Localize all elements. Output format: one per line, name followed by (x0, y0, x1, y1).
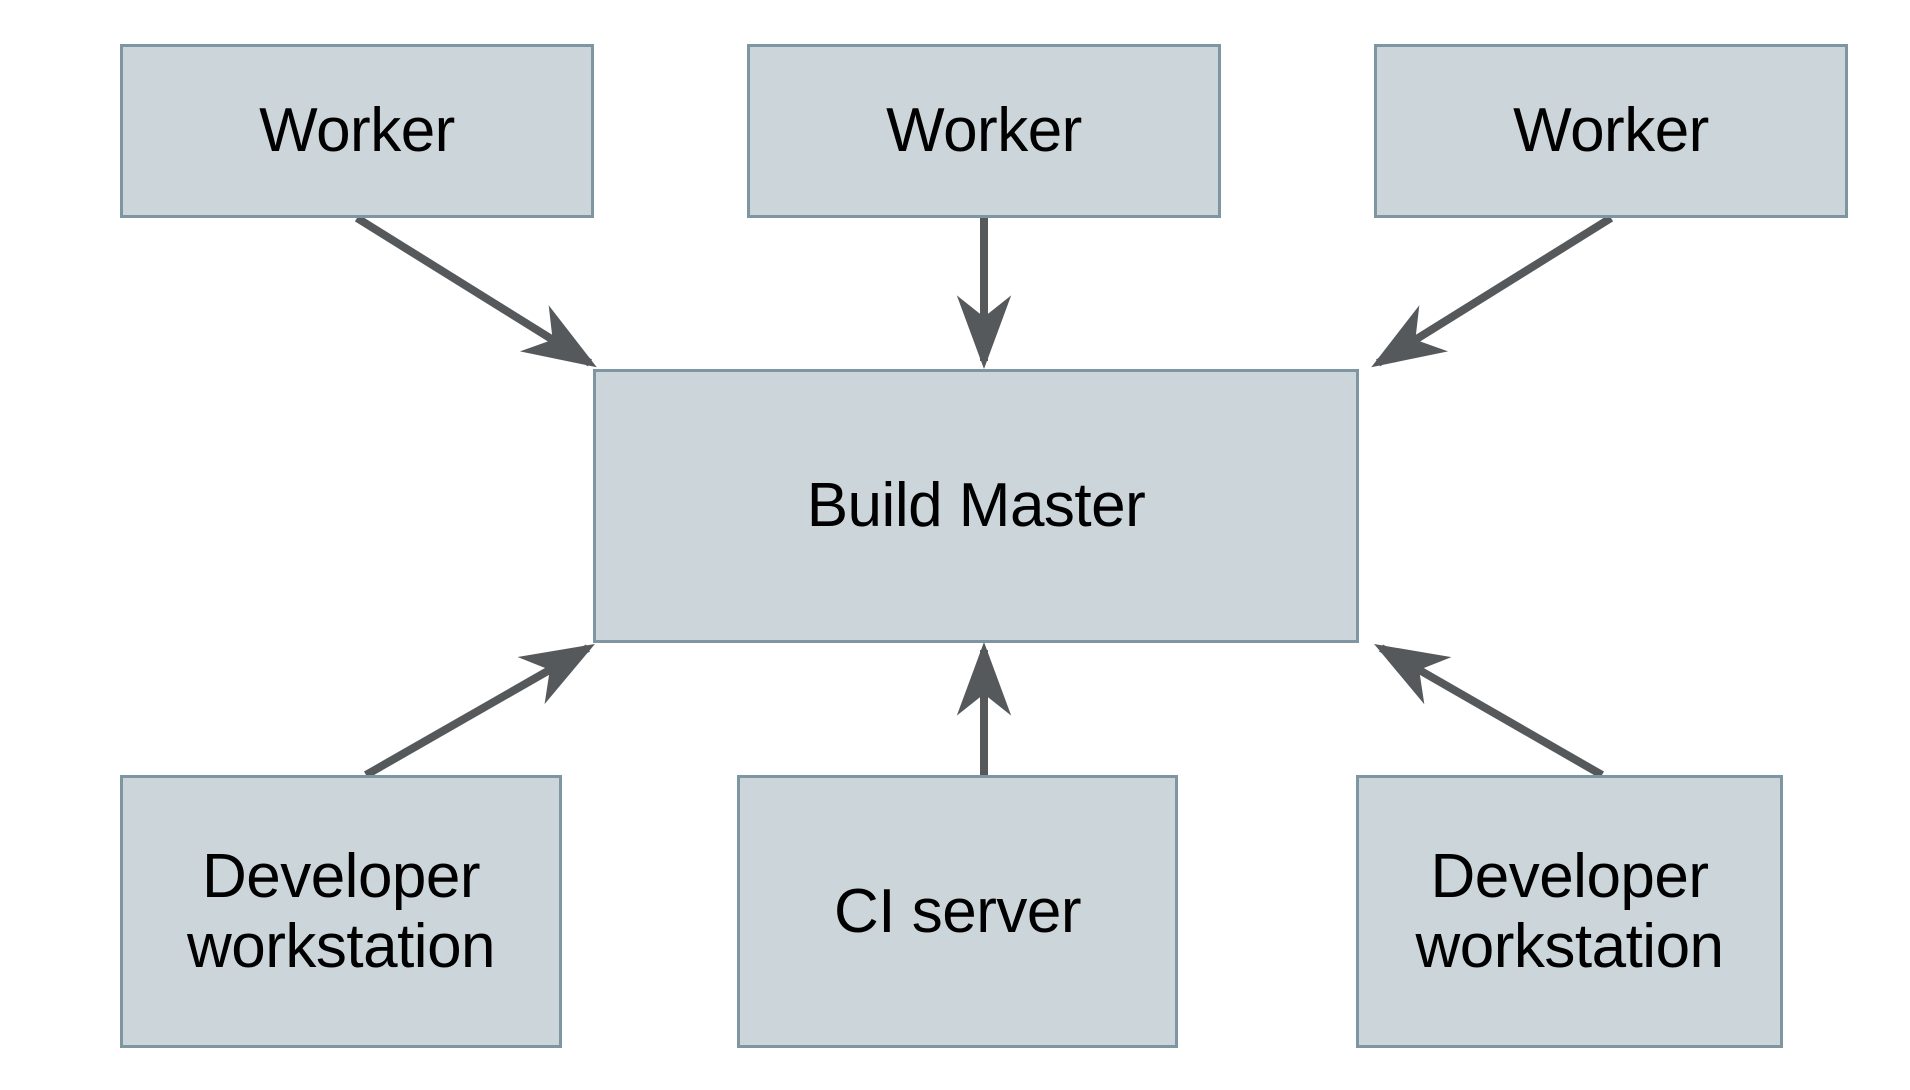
node-label: CI server (834, 876, 1081, 946)
node-label: Worker (259, 96, 455, 166)
node-build-master[interactable]: Build Master (593, 369, 1359, 643)
node-dev-workstation-left[interactable]: Developer workstation (120, 775, 562, 1048)
node-dev-workstation-right[interactable]: Developer workstation (1356, 775, 1783, 1048)
node-ci-server[interactable]: CI server (737, 775, 1178, 1048)
node-label: Developer workstation (1415, 842, 1724, 981)
edge-worker-1-to-build-master (354, 214, 597, 368)
edge-dev-workstation-right-to-build-master (1374, 644, 1604, 779)
node-label: Worker (886, 96, 1082, 166)
node-label: Developer workstation (186, 842, 496, 981)
edge-dev-workstation-left-to-build-master (364, 644, 595, 779)
node-label: Worker (1513, 96, 1709, 166)
node-worker-3[interactable]: Worker (1374, 44, 1848, 218)
node-label: Build Master (806, 471, 1146, 541)
edge-worker-3-to-build-master (1371, 214, 1614, 368)
node-worker-1[interactable]: Worker (120, 44, 594, 218)
node-worker-2[interactable]: Worker (747, 44, 1221, 218)
